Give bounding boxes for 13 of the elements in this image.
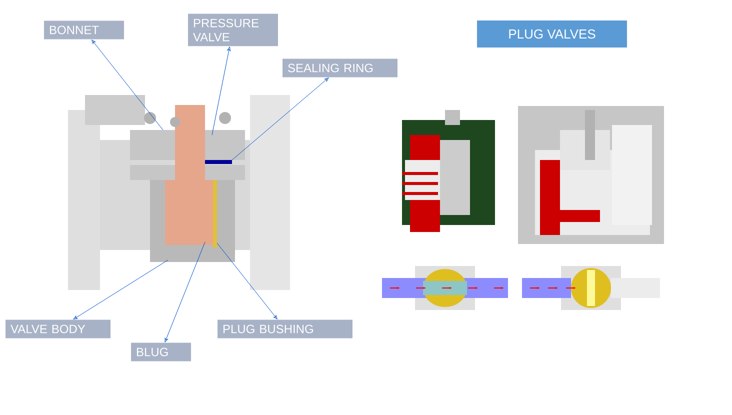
leader-line (164, 242, 206, 342)
label-box: SEALING RING (282, 58, 398, 78)
label-box: VALVE BODY (6, 320, 110, 338)
leader-line (92, 40, 164, 130)
leader-line (212, 46, 231, 136)
label-box: PRESSURE VALVE (188, 14, 278, 46)
label-box: PLUG BUSHING (218, 320, 352, 338)
leader-line (216, 242, 278, 320)
title-box: PLUG VALVES (477, 20, 627, 48)
leader-line (73, 260, 168, 320)
label-box: BONNET (44, 20, 124, 40)
label-box: BLUG (131, 342, 191, 362)
leader-line (232, 78, 329, 160)
